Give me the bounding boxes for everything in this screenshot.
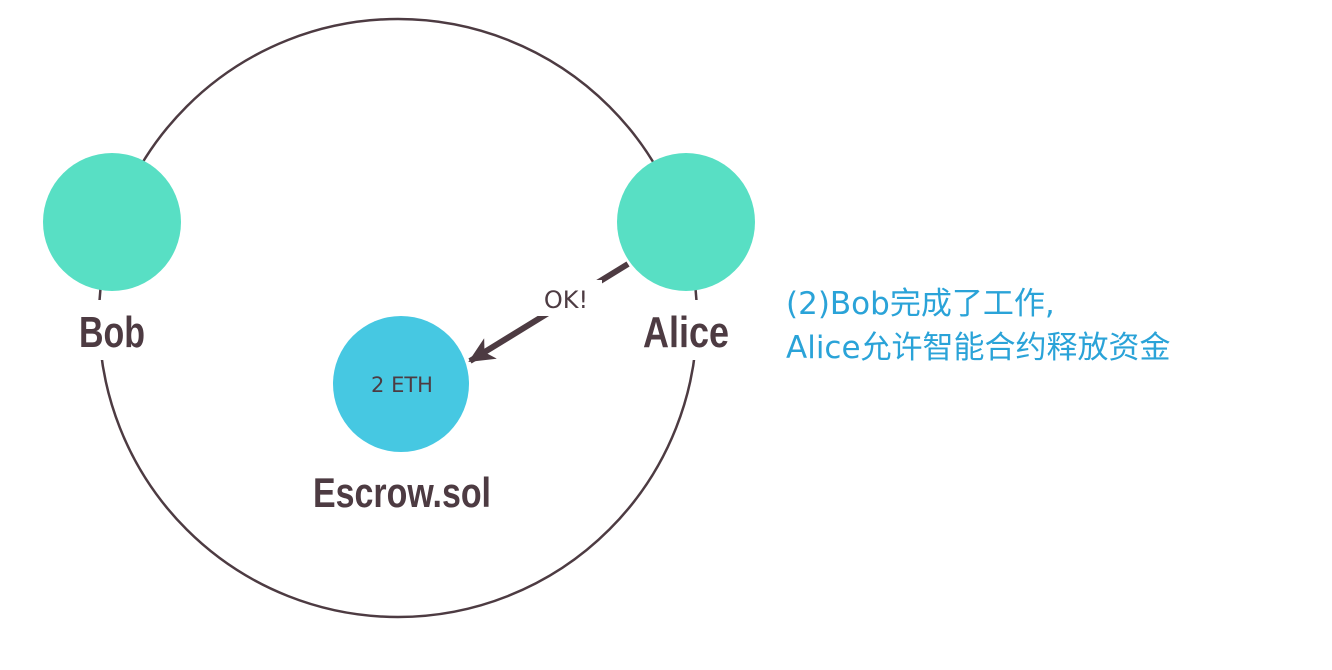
escrow-balance: 2 ETH — [371, 373, 433, 397]
ok-label-bg — [528, 280, 602, 316]
bob-label-bg — [70, 300, 154, 360]
step-caption: (2)Bob完成了工作, Alice允许智能合约释放资金 — [786, 282, 1306, 370]
bob-label: Bob — [79, 308, 145, 357]
caption-line-1: (2)Bob完成了工作, — [786, 286, 1055, 322]
alice-node[interactable] — [617, 153, 755, 291]
alice-label-bg — [638, 300, 734, 360]
ok-label: OK! — [544, 286, 588, 314]
escrow-node[interactable] — [333, 316, 469, 452]
escrow-label: Escrow.sol — [313, 469, 491, 516]
alice-label: Alice — [643, 308, 729, 357]
bob-node[interactable] — [43, 153, 181, 291]
caption-line-2: Alice允许智能合约释放资金 — [786, 330, 1171, 366]
